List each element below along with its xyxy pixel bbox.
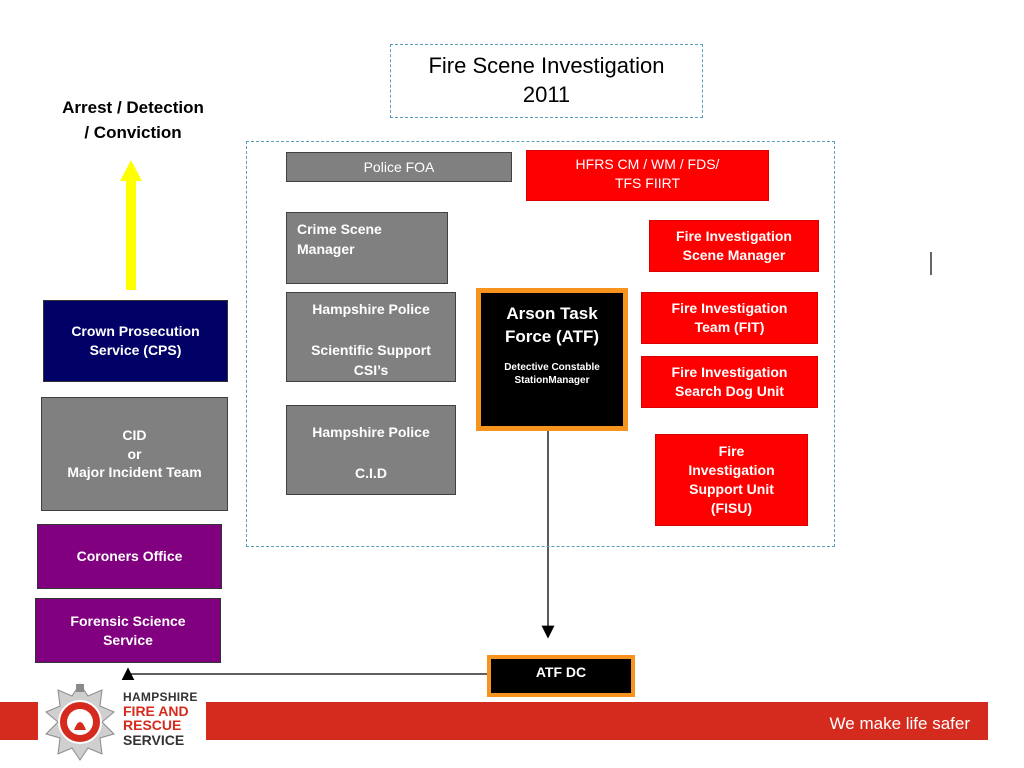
hfrs-box: HFRS CM / WM / FDS/ TFS FIIRT [526, 150, 769, 201]
logo-line-2: FIRE AND [123, 703, 189, 719]
footer-band-right [205, 702, 988, 740]
title-line-1: Fire Scene Investigation [428, 53, 665, 79]
fisu-box: Fire Investigation Support Unit (FISU) [655, 434, 808, 526]
title-line-2: 2011 [522, 82, 571, 107]
outcome-label: Arrest / Detection / Conviction [62, 98, 204, 142]
cps-box: Crown Prosecution Service (CPS) [43, 300, 228, 382]
atf-dc-box: ATF DC [487, 655, 635, 697]
footer-slogan: We make life safer [829, 714, 970, 733]
logo-line-3: RESCUE [123, 717, 182, 733]
coroners-box: Coroners Office [37, 524, 222, 589]
footer-band-left [0, 702, 38, 740]
police-foa-box: Police FOA [286, 152, 512, 182]
atfdc-to-forensic-connector [121, 667, 487, 681]
scientific-support-box: Hampshire Police Scientific Support CSI’… [286, 292, 456, 382]
fit-box: Fire Investigation Team (FIT) [641, 292, 818, 344]
search-dog-box: Fire Investigation Search Dog Unit [641, 356, 818, 408]
logo-line-4: SERVICE [123, 732, 185, 748]
fire-scene-manager-box: Fire Investigation Scene Manager [649, 220, 819, 272]
hampshire-fire-logo: HAMPSHIRE FIRE AND RESCUE SERVICE [38, 680, 206, 764]
cid-box: CID or Major Incident Team [41, 397, 228, 511]
investigation-container [246, 141, 835, 547]
atf-title: Arson Task Force (ATF) [504, 304, 600, 346]
yellow-up-arrow [120, 160, 142, 290]
crime-scene-manager-box: Crime Scene Manager [286, 212, 448, 284]
forensic-box: Forensic Science Service [35, 598, 221, 663]
atf-box: Arson Task Force (ATF) Detective Constab… [476, 288, 628, 431]
logo-line-1: HAMPSHIRE [123, 690, 198, 704]
atf-subtitle: Detective Constable StationManager [504, 361, 600, 387]
title-box: Fire Scene Investigation 2011 [390, 44, 703, 118]
police-cid-box: Hampshire Police C.I.D [286, 405, 456, 495]
fire-service-crest-icon [45, 683, 115, 761]
